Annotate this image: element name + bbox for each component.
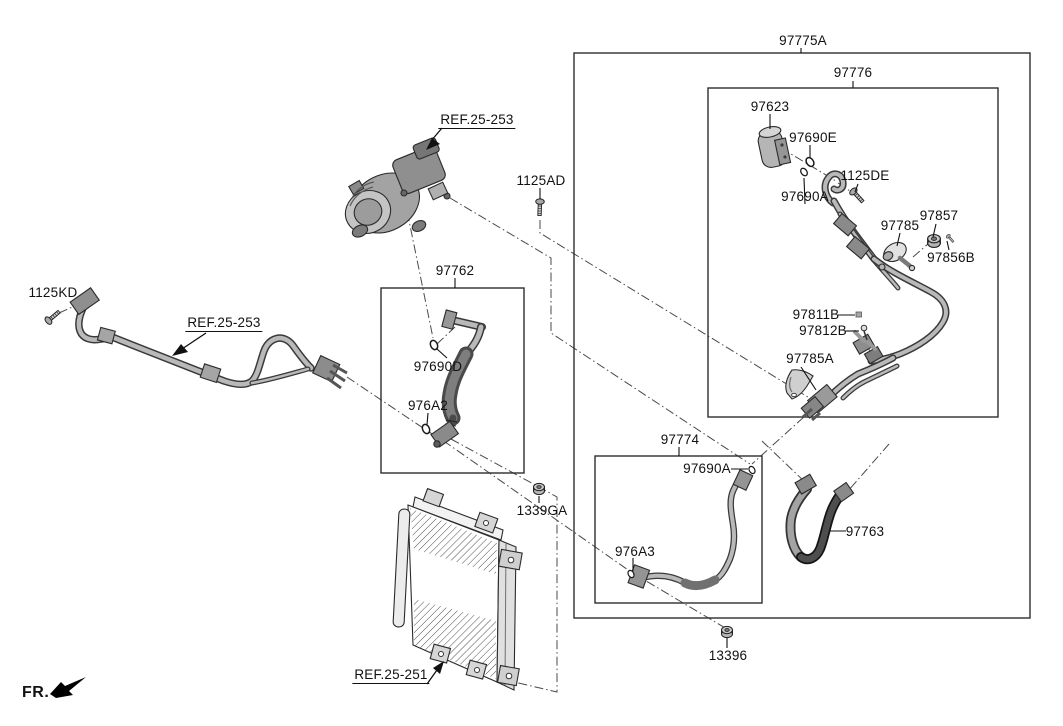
part-label-97811B: 97811B [792, 307, 840, 322]
part-label-97690A-lower: 97690A [683, 461, 731, 476]
ref-arrow-compressor [426, 138, 440, 150]
hose-97763-drawing [785, 473, 855, 565]
pipe-bottom-fitting [800, 383, 838, 422]
part-label-97623: 97623 [750, 99, 790, 114]
condenser-drawing [392, 487, 523, 691]
part-label-97785: 97785 [880, 218, 920, 233]
pipe-end-connector [311, 354, 348, 390]
pipe-junction-valves [852, 330, 884, 365]
part-label-97785A: 97785A [786, 351, 834, 366]
o-ring-97690A-lower [747, 464, 757, 476]
part-label-976A3: 976A3 [614, 544, 656, 559]
ref-label-compressor: REF.25-253 [438, 112, 516, 129]
nut-97857 [927, 233, 941, 249]
part-label-976A2: 976A2 [407, 398, 449, 413]
label-leader-lines [426, 48, 950, 648]
bolt-1125KD [43, 307, 63, 327]
part-label-97774: 97774 [660, 432, 700, 447]
part-label-1125KD: 1125KD [28, 285, 78, 300]
ref-arrow-condenser [433, 661, 444, 674]
box-97775A [573, 52, 1031, 619]
part-label-97776: 97776 [833, 65, 873, 80]
valve-core-97812B [860, 324, 868, 341]
pipe-elbow-fitting [69, 287, 101, 316]
compressor-drawing [344, 137, 451, 238]
suction-pipe-drawing [69, 287, 348, 390]
part-label-97762: 97762 [435, 263, 475, 278]
part-label-1125AD: 1125AD [516, 173, 566, 188]
expansion-valve-drawing [757, 126, 792, 168]
ref-label-condenser: REF.25-251 [352, 667, 430, 684]
bolt-1125DE [847, 186, 867, 206]
bolt-1125AD [534, 198, 545, 217]
clamp-97785-drawing [878, 241, 916, 272]
part-label-1339GA: 1339GA [516, 503, 568, 518]
receiver-drier [392, 508, 411, 628]
part-label-97856B: 97856B [927, 250, 975, 265]
assembly-dash-lines [58, 147, 930, 693]
nut-1339GA [533, 482, 545, 496]
fr-arrow [50, 677, 86, 698]
part-label-97857: 97857 [919, 208, 959, 223]
box-97762 [380, 287, 525, 474]
liquid-pipe-assembly-drawing [800, 170, 950, 422]
part-label-97763: 97763 [845, 524, 885, 539]
pipe-97774-drawing [627, 469, 754, 591]
front-direction-label: FR. [22, 684, 50, 701]
bracket-97785A-drawing [785, 369, 814, 400]
ref-arrow-pipe [172, 344, 188, 356]
o-ring-97690A-upper [798, 166, 810, 178]
part-label-1125DE: 1125DE [840, 168, 890, 183]
part-label-97690D: 97690D [413, 359, 463, 374]
o-ring-976A2 [420, 422, 432, 436]
part-label-97775A: 97775A [779, 33, 827, 48]
hose-97762-drawing [430, 309, 486, 448]
part-label-97690A-upper: 97690A [781, 189, 829, 204]
ref-label-pipe: REF.25-253 [185, 315, 263, 332]
ref-arrows [50, 127, 444, 698]
nut-13396 [721, 625, 733, 639]
part-label-97690E: 97690E [789, 130, 837, 145]
screw-97811B [855, 311, 862, 318]
part-label-13396: 13396 [708, 648, 748, 663]
part-label-97812B: 97812B [799, 323, 847, 338]
